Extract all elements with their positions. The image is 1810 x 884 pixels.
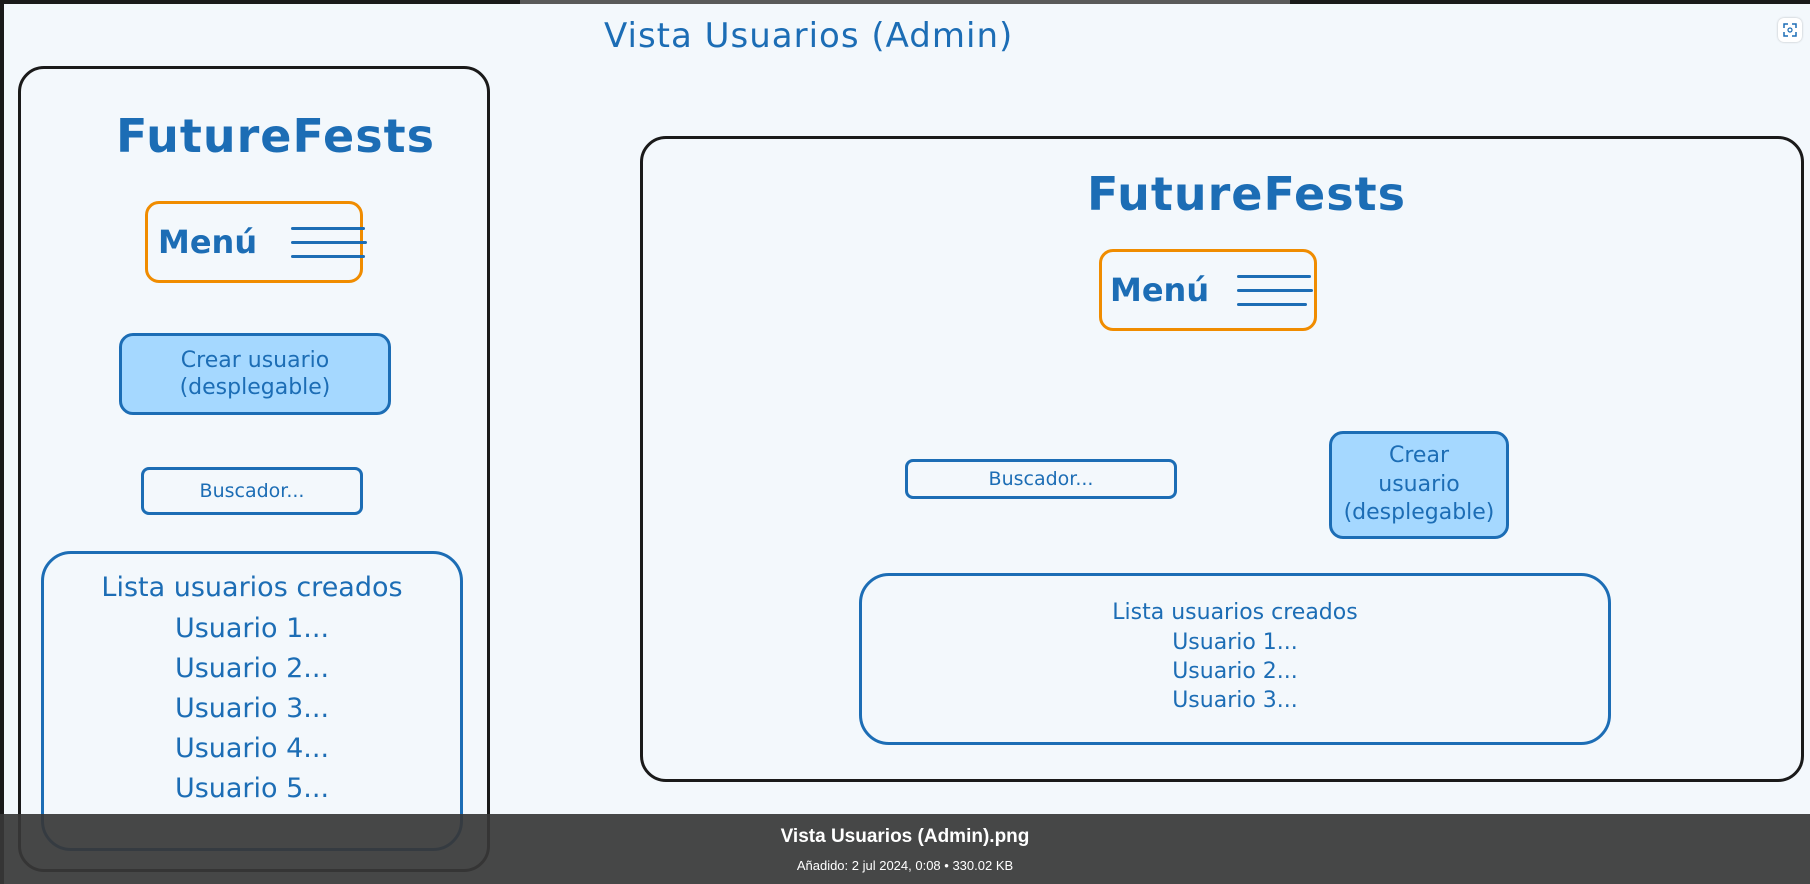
fullscreen-icon (1783, 23, 1797, 37)
desktop-frame: FutureFests Menú Buscador... Crear usuar… (640, 136, 1804, 782)
mobile-user-list: Lista usuarios creados Usuario 1... Usua… (41, 551, 463, 851)
desktop-search-input[interactable]: Buscador... (905, 459, 1177, 499)
list-item[interactable]: Usuario 1... (1172, 630, 1298, 655)
hamburger-icon (291, 226, 368, 258)
fullscreen-button[interactable] (1778, 18, 1802, 42)
desktop-user-list: Lista usuarios creados Usuario 1... Usua… (859, 573, 1611, 745)
list-item[interactable]: Usuario 3... (174, 693, 330, 724)
mobile-create-user-button[interactable]: Crear usuario (desplegable) (119, 333, 391, 415)
list-item[interactable]: Usuario 2... (1172, 659, 1298, 684)
file-name: Vista Usuarios (Admin).png (780, 826, 1030, 847)
mobile-menu-label: Menú (158, 223, 258, 261)
mobile-brand-title: FutureFests (116, 109, 436, 163)
image-info-bar: Vista Usuarios (Admin).png Añadido: 2 ju… (0, 814, 1810, 884)
top-strip (520, 0, 1290, 4)
file-meta: Añadido: 2 jul 2024, 0:08 • 330.02 KB (796, 858, 1014, 873)
list-item[interactable]: Usuario 1... (174, 613, 330, 644)
mobile-list-title: Lista usuarios creados (101, 572, 403, 603)
desktop-create-user-button[interactable]: Crear usuario (desplegable) (1329, 431, 1509, 539)
list-item[interactable]: Usuario 5... (174, 773, 330, 804)
mobile-frame: FutureFests Menú Crear usuario (desplega… (18, 66, 490, 872)
desktop-list-title: Lista usuarios creados (1112, 600, 1358, 625)
list-item[interactable]: Usuario 3... (1172, 688, 1298, 713)
desktop-brand-title: FutureFests (1087, 167, 1407, 221)
list-item[interactable]: Usuario 4... (174, 733, 330, 764)
list-item[interactable]: Usuario 2... (174, 653, 330, 684)
hamburger-icon (1237, 274, 1314, 306)
desktop-menu-button[interactable]: Menú (1099, 249, 1317, 331)
desktop-menu-label: Menú (1110, 271, 1210, 309)
mobile-search-input[interactable]: Buscador... (141, 467, 363, 515)
image-canvas: Vista Usuarios (Admin) FutureFests Menú … (4, 4, 1810, 884)
mobile-menu-button[interactable]: Menú (145, 201, 368, 283)
page-title: Vista Usuarios (Admin) (604, 16, 1014, 56)
